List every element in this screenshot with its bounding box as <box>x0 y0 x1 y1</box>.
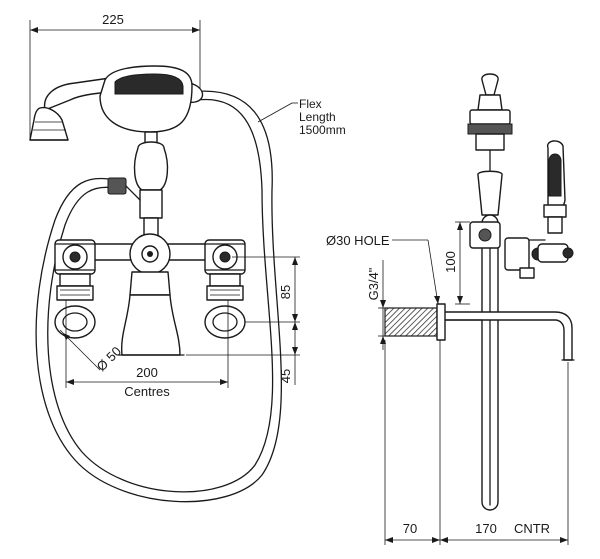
left-crosshead-handle <box>54 239 96 301</box>
depth-70-label: 70 <box>403 521 417 536</box>
hose-note-line1: Flex <box>299 97 322 111</box>
dimension-bottom: 70 170 CNTR <box>384 340 569 545</box>
overall-width-label: 225 <box>102 12 124 27</box>
hose-note-line2: Length <box>299 110 336 124</box>
centres-label: Centres <box>124 384 170 399</box>
deck-fixing <box>384 303 483 341</box>
side-lever-handle <box>509 140 567 241</box>
centres-value: 200 <box>136 365 158 380</box>
height-45-label: 45 <box>278 369 293 383</box>
thread-dimension: G3/4" <box>366 260 388 350</box>
side-spout <box>439 311 575 361</box>
side-cradle <box>467 73 513 171</box>
dimension-225: 225 <box>29 12 201 140</box>
front-view: 225 Flex Length 1500mm <box>29 12 346 503</box>
height-85-label: 85 <box>278 285 293 299</box>
spout-reach-value: 170 <box>475 521 497 536</box>
hole-label: Ø30 HOLE <box>326 233 390 248</box>
mixer-body <box>84 233 221 356</box>
side-valve <box>469 221 574 279</box>
side-view: Ø30 HOLE G3/4" 100 <box>326 73 575 545</box>
hose-note: Flex Length 1500mm <box>257 97 346 137</box>
side-upright <box>477 170 503 511</box>
hole-callout: Ø30 HOLE <box>326 233 440 305</box>
dimension-heights: 85 45 <box>186 256 300 385</box>
hose-note-line3: 1500mm <box>299 123 346 137</box>
spout-reach-unit: CNTR <box>514 521 550 536</box>
dimension-centres: 200 Centres <box>65 300 229 399</box>
inlet-legs <box>54 305 246 339</box>
right-crosshead-handle <box>204 239 246 301</box>
height-100-label: 100 <box>443 251 458 273</box>
thread-label: G3/4" <box>366 267 381 300</box>
shower-handset <box>29 65 204 141</box>
hose-connector <box>107 177 141 201</box>
handset-cradle <box>133 131 169 239</box>
outlet-diameter-label: Ø 50 <box>94 344 125 375</box>
dimension-100: 100 <box>443 221 470 305</box>
